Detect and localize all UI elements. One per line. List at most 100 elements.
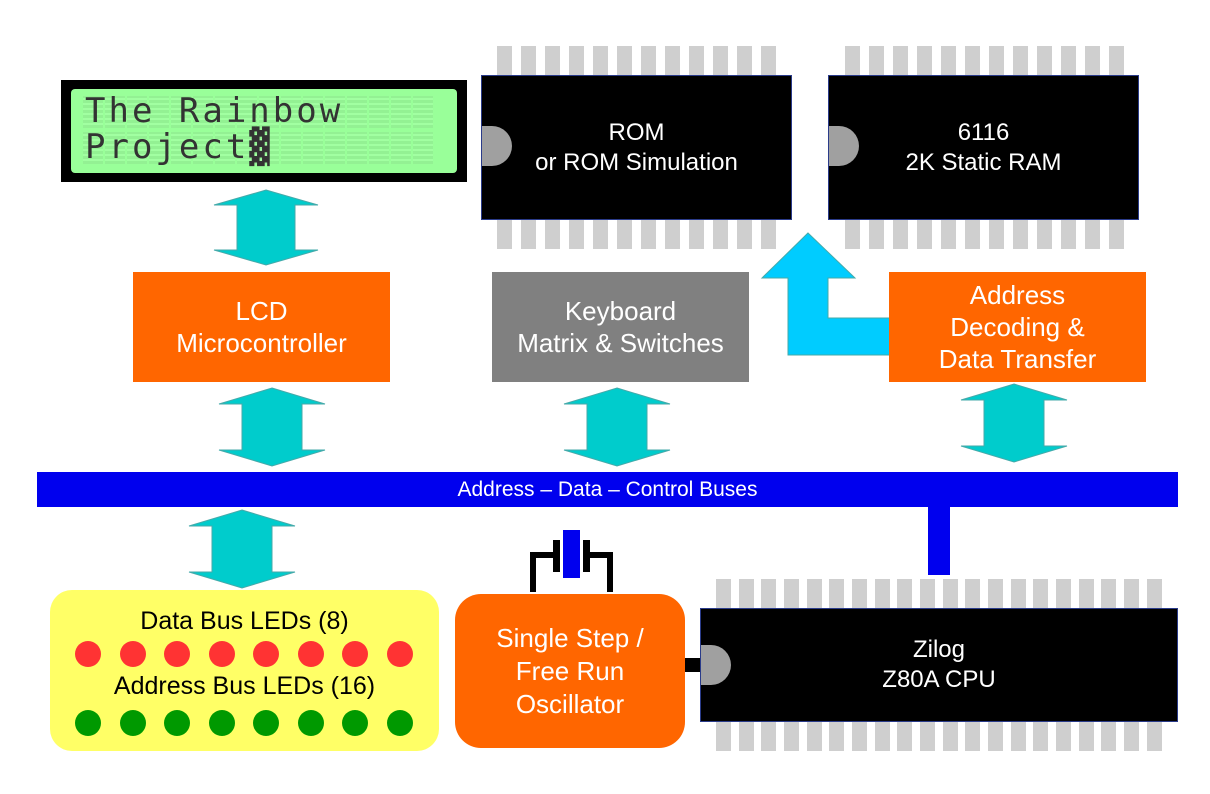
led-indicator	[75, 641, 101, 667]
chip-pin	[893, 219, 908, 249]
chip-pin	[545, 46, 560, 76]
up-down-arrow-icon	[188, 509, 296, 589]
led-panel: Data Bus LEDs (8) Address Bus LEDs (16)	[50, 590, 439, 751]
lcd-display: The Rainbow Project▓	[61, 80, 467, 182]
lcd-cell-grid	[83, 96, 433, 168]
led-indicator	[253, 710, 279, 736]
chip-pin	[852, 579, 868, 609]
chip-pin	[897, 579, 913, 609]
chip-pin	[1061, 46, 1076, 76]
cpu-chip-subtitle: Z80A CPU	[882, 666, 996, 693]
lcd-cell	[105, 132, 125, 164]
chip-pin	[917, 219, 932, 249]
keyboard-subtitle: Matrix & Switches	[517, 328, 724, 358]
chip-pin	[1013, 219, 1028, 249]
keyboard-block: Keyboard Matrix & Switches	[492, 272, 749, 382]
lcd-cell	[347, 132, 367, 164]
chip-pin	[713, 219, 728, 249]
crystal-icon	[530, 530, 613, 592]
cpu-bus-connector	[928, 506, 950, 575]
lcd-cell	[215, 132, 235, 164]
chip-pin	[617, 46, 632, 76]
lcd-cell	[105, 96, 125, 128]
chip-pin	[920, 579, 936, 609]
address-decoding-line-3: Data Transfer	[938, 344, 1097, 374]
chip-pin	[545, 219, 560, 249]
chip-pin	[806, 579, 822, 609]
up-down-arrow-icon	[218, 387, 326, 467]
led-indicator	[164, 710, 190, 736]
chip-pin	[1146, 579, 1162, 609]
chip-pin	[1146, 721, 1162, 751]
chip-pin	[806, 721, 822, 751]
lcd-cell	[171, 96, 191, 128]
chip-pin	[1037, 219, 1052, 249]
chip-pin	[737, 46, 752, 76]
chip-pin	[965, 219, 980, 249]
lcd-cell	[369, 132, 389, 164]
chip-pin	[761, 219, 776, 249]
chip-pin	[784, 579, 800, 609]
lcd-cell	[215, 96, 235, 128]
chip-pin	[1010, 721, 1026, 751]
led-indicator	[342, 710, 368, 736]
lcd-microcontroller-title: LCD	[235, 296, 288, 326]
chip-pin	[665, 46, 680, 76]
chip-pin	[965, 579, 981, 609]
chip-pin	[829, 721, 845, 751]
chip-pin	[852, 721, 868, 751]
chip-pin	[988, 579, 1004, 609]
chip-pin	[869, 219, 884, 249]
chip-pin	[941, 46, 956, 76]
chip-pin	[497, 219, 512, 249]
chip-pin	[1056, 721, 1072, 751]
chip-pin	[874, 579, 890, 609]
chip-pin	[569, 219, 584, 249]
address-bus-led-row	[75, 710, 413, 736]
chip-pin	[521, 219, 536, 249]
address-decoding-block: Address Decoding & Data Transfer	[889, 272, 1146, 382]
chip-pin	[593, 219, 608, 249]
led-indicator	[208, 710, 235, 736]
lcd-cell	[259, 132, 279, 164]
chip-pin	[829, 579, 845, 609]
lcd-cell	[193, 96, 213, 128]
chip-pin	[738, 579, 754, 609]
chip-pin	[784, 721, 800, 751]
chip-pin	[761, 579, 777, 609]
rom-chip: ROM or ROM Simulation	[481, 75, 792, 220]
elbow-arrow-icon	[760, 232, 891, 356]
led-indicator	[386, 641, 413, 667]
chip-pin	[1078, 721, 1094, 751]
ram-top-pins	[845, 46, 1124, 76]
up-down-arrow-icon	[563, 387, 671, 467]
chip-pin	[665, 219, 680, 249]
lcd-microcontroller-block: LCD Microcontroller	[133, 272, 390, 382]
led-indicator	[297, 641, 324, 667]
address-decoding-line-2: Decoding &	[950, 312, 1085, 342]
chip-pin	[497, 46, 512, 76]
lcd-cell	[325, 132, 345, 164]
cpu-top-pins	[716, 579, 1162, 609]
system-bus: Address – Data – Control Buses	[37, 472, 1178, 507]
rom-bottom-pins	[497, 219, 776, 249]
cpu-chip: Zilog Z80A CPU	[700, 608, 1178, 722]
chip-pin	[920, 721, 936, 751]
lcd-cell	[413, 132, 433, 164]
lcd-cell	[325, 96, 345, 128]
lcd-cell	[303, 132, 323, 164]
lcd-cell	[171, 132, 191, 164]
ram-chip: 6116 2K Static RAM	[828, 75, 1139, 220]
rom-chip-subtitle: or ROM Simulation	[535, 148, 738, 176]
chip-pin	[1078, 579, 1094, 609]
lcd-cell	[237, 96, 257, 128]
lcd-microcontroller-subtitle: Microcontroller	[176, 328, 347, 358]
chip-pin	[1124, 721, 1140, 751]
lcd-cell	[127, 132, 147, 164]
chip-pin	[917, 46, 932, 76]
up-down-arrow-icon	[213, 189, 319, 266]
lcd-cell	[281, 132, 301, 164]
chip-pin	[988, 721, 1004, 751]
chip-pin	[737, 219, 752, 249]
chip-pin	[617, 219, 632, 249]
